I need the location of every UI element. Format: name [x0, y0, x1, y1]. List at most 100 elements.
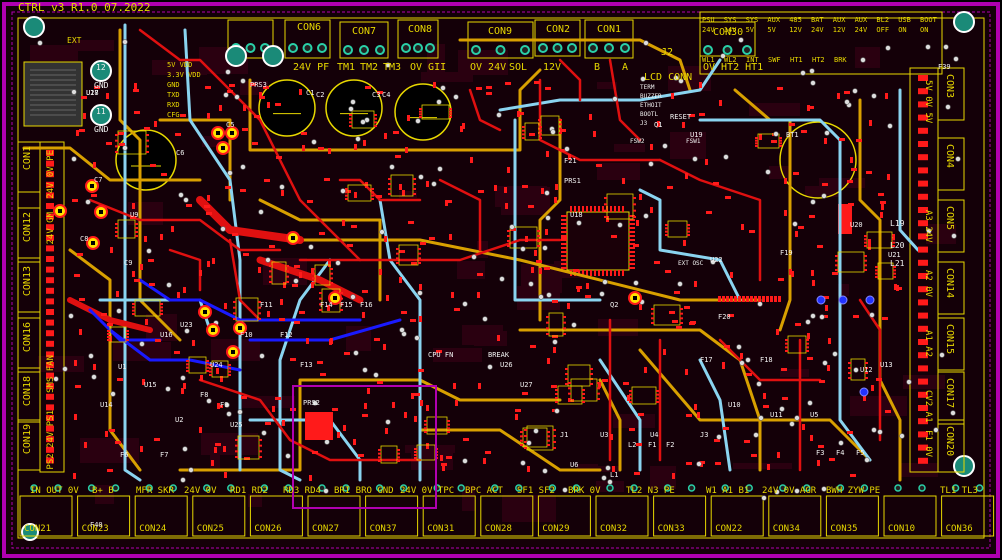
smd-pad — [385, 428, 388, 434]
label-12v: 12V — [543, 62, 562, 73]
smd-pad — [250, 83, 256, 86]
smd-pad — [478, 190, 484, 193]
terminal-pad — [918, 299, 928, 306]
trace-inner — [638, 188, 742, 302]
smd-pad — [525, 236, 528, 242]
label-tm2: TM2 — [360, 62, 379, 73]
smd-pad — [871, 385, 874, 391]
mcu-pin — [629, 231, 635, 233]
connector-pin — [145, 484, 153, 492]
ic-pad — [546, 316, 549, 318]
bottom-connector-label: CON28 — [484, 524, 512, 534]
ic-pad — [107, 339, 110, 341]
switch-label-top: SYS — [723, 16, 737, 24]
smd-pad — [347, 244, 353, 247]
smd-pad — [868, 244, 871, 250]
mcu-pin — [602, 270, 604, 276]
component-ref: U9 — [130, 211, 139, 219]
ic-pad — [806, 339, 809, 341]
smd-pad — [142, 379, 145, 385]
smd-pad — [650, 144, 653, 150]
mcu-pin — [629, 215, 635, 217]
ic-pad — [235, 439, 238, 441]
via — [739, 360, 745, 366]
component-ref: U25 — [230, 421, 243, 429]
connector-pin — [951, 484, 960, 492]
ic-pad — [546, 327, 549, 330]
copper-pour — [95, 485, 114, 504]
smd-pad — [79, 329, 82, 335]
component-ref: U2 — [175, 416, 184, 424]
ic-pad — [864, 245, 867, 247]
smd-pad — [240, 189, 246, 192]
transistor-center — [291, 236, 295, 240]
lcd-side-label: J3 — [640, 120, 648, 127]
smd-pad — [220, 376, 223, 382]
via — [955, 156, 961, 162]
mcu-pin — [561, 243, 567, 245]
terminal-pad — [46, 277, 54, 284]
via — [953, 56, 959, 62]
smd-pad — [683, 240, 686, 246]
via — [544, 190, 550, 196]
via — [335, 260, 341, 266]
smd-pad — [419, 284, 422, 290]
ic-pad — [864, 241, 867, 244]
ic-pad — [413, 178, 416, 180]
smd-pad — [105, 431, 108, 437]
ic-pad — [259, 450, 262, 453]
smd-pad — [577, 286, 580, 292]
smd-pad — [219, 105, 222, 111]
left-terminal-strip — [39, 141, 65, 473]
component-ref: U15 — [144, 381, 157, 389]
smd-pad — [882, 317, 888, 320]
switch-label-bottom: INT — [746, 56, 759, 64]
smd-pad — [795, 323, 801, 326]
ic-pad — [651, 308, 654, 310]
trace-top — [168, 248, 202, 292]
ic-pad — [414, 451, 417, 453]
via — [542, 468, 548, 474]
switch-label-bottom: HT1 — [790, 56, 803, 64]
mcu-pin — [629, 239, 635, 241]
mcu-pin — [561, 251, 567, 253]
bottom-signal-label: RD1 RD2 — [230, 486, 268, 496]
smd-pad — [299, 89, 302, 95]
connector-pin — [779, 484, 787, 492]
via — [225, 69, 231, 75]
ic-pad — [413, 188, 416, 190]
connector-pin — [30, 484, 38, 492]
trace-top — [468, 88, 502, 132]
bottom-connector-label: CON25 — [196, 524, 224, 534]
terminal-pad — [46, 457, 54, 464]
ic-pad — [447, 431, 450, 433]
mcu-pin — [561, 255, 567, 257]
bottom-signal-label: MFR SKR — [136, 486, 174, 496]
smd-pad — [267, 102, 270, 108]
smd-pad — [684, 306, 690, 309]
bottom-connector-outline — [825, 495, 879, 537]
via — [552, 339, 558, 345]
via — [180, 375, 186, 381]
terminal-pad — [46, 256, 54, 262]
component-ref: C2 — [316, 91, 325, 99]
transistor-center — [230, 131, 234, 135]
smd-pad — [311, 268, 314, 274]
smd-pad — [586, 283, 589, 289]
uart-label: RXD — [167, 101, 180, 109]
ic-pad — [546, 321, 549, 324]
lcd-side-label: BUZZER — [640, 93, 662, 100]
smd-pad — [241, 396, 247, 399]
uart-label: 3.3V VDD — [167, 71, 201, 79]
top-con8: CON8 — [408, 24, 433, 35]
component-ref: PRS2 — [303, 399, 320, 407]
ic-pad — [312, 277, 315, 280]
switch-label-bottom: SWF — [768, 56, 781, 64]
switch-label-top: AUX — [832, 16, 846, 24]
ic-pad — [539, 133, 542, 136]
ic-pad — [522, 129, 525, 132]
smd-pad — [377, 91, 383, 94]
mcu-pin — [561, 231, 567, 233]
ic-pad — [848, 377, 851, 379]
component-ref: RESET — [670, 113, 692, 121]
